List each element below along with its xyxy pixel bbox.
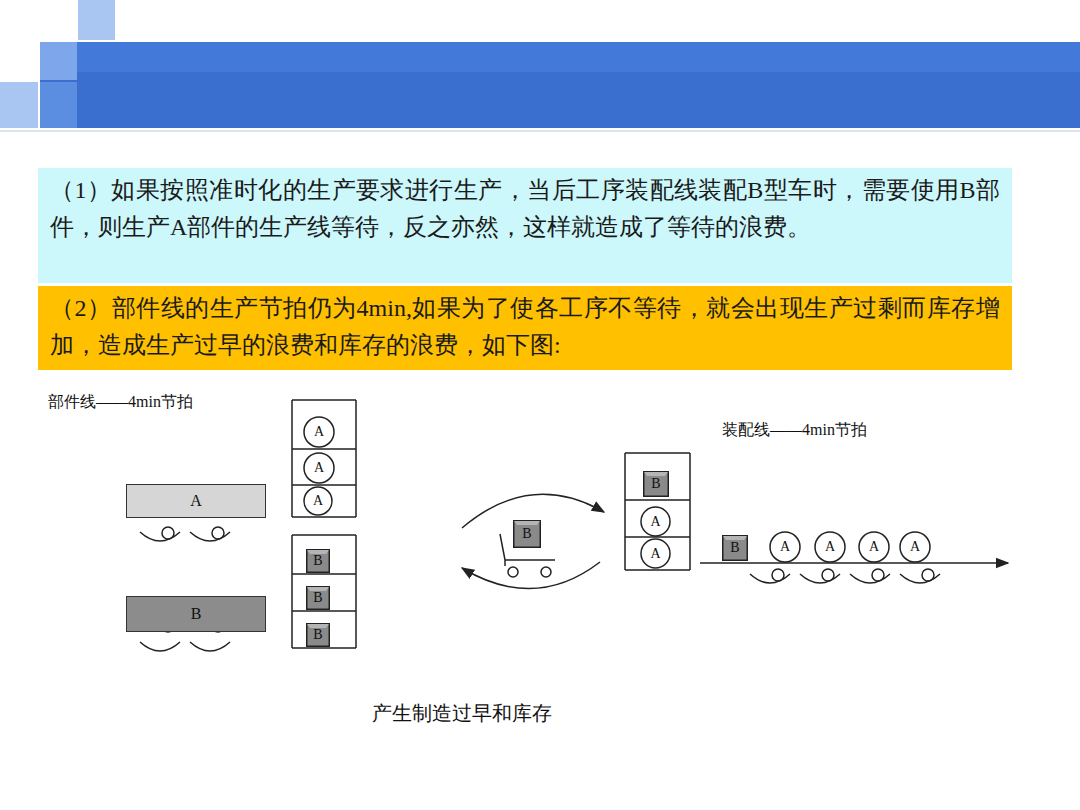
production-line-bar: B bbox=[126, 596, 266, 632]
paragraph: （2）部件线的生产节拍仍为4min,如果为了使各工序不等待，就会出现生产过剩而库… bbox=[50, 290, 1000, 364]
part-circle: A bbox=[640, 506, 671, 537]
part-letter: A bbox=[313, 493, 323, 509]
part-letter: A bbox=[314, 424, 324, 440]
roller bbox=[822, 569, 834, 581]
header-square bbox=[40, 42, 77, 80]
roller bbox=[772, 569, 784, 581]
roller-cup bbox=[190, 642, 230, 651]
text-panel: （1）如果按照准时化的生产要求进行生产，当后工序装配线装配B型车时，需要使用B部… bbox=[38, 168, 1012, 283]
part-letter: A bbox=[910, 539, 920, 555]
part-letter: B bbox=[522, 526, 531, 542]
part-circle: A bbox=[769, 531, 801, 563]
part-box: B bbox=[513, 520, 541, 548]
part-letter: A bbox=[869, 539, 879, 555]
part-circle: A bbox=[303, 416, 335, 448]
part-circle: A bbox=[814, 531, 846, 563]
part-letter: A bbox=[650, 546, 660, 562]
line-label: 装配线——4min节拍 bbox=[722, 420, 867, 441]
roller bbox=[872, 569, 884, 581]
paragraph: （1）如果按照准时化的生产要求进行生产，当后工序装配线装配B型车时，需要使用B部… bbox=[50, 172, 1000, 246]
header-highlight bbox=[40, 42, 1080, 72]
part-box: B bbox=[722, 535, 748, 561]
part-letter: B bbox=[651, 476, 660, 492]
part-box: B bbox=[306, 549, 330, 573]
part-letter: B bbox=[313, 590, 322, 606]
part-circle: A bbox=[899, 531, 931, 563]
part-letter: A bbox=[780, 539, 790, 555]
roller bbox=[212, 527, 224, 539]
roller-cup bbox=[140, 642, 180, 651]
shelf-frame bbox=[292, 535, 356, 648]
part-letter: B bbox=[313, 553, 322, 569]
text-panel: （2）部件线的生产节拍仍为4min,如果为了使各工序不等待，就会出现生产过剩而库… bbox=[38, 286, 1012, 370]
part-box: B bbox=[306, 623, 330, 647]
roller bbox=[162, 527, 174, 539]
part-letter: B bbox=[191, 605, 202, 623]
roller bbox=[922, 569, 934, 581]
part-box: B bbox=[643, 471, 669, 497]
line-label: 部件线——4min节拍 bbox=[48, 392, 193, 413]
part-letter: A bbox=[650, 514, 660, 530]
header-rule bbox=[0, 130, 1080, 132]
flow-arrow bbox=[462, 494, 604, 528]
part-letter: A bbox=[190, 492, 202, 510]
header-square bbox=[0, 82, 38, 128]
part-letter: A bbox=[825, 539, 835, 555]
shelf-frame bbox=[625, 453, 690, 570]
flow-arrow bbox=[462, 562, 600, 589]
part-circle: A bbox=[303, 486, 333, 516]
part-circle: A bbox=[640, 538, 671, 569]
shelf-frame bbox=[292, 400, 356, 517]
part-circle: A bbox=[858, 531, 890, 563]
production-line-bar: A bbox=[126, 484, 266, 518]
header-square bbox=[78, 0, 115, 40]
part-circle: A bbox=[303, 452, 335, 484]
part-letter: B bbox=[730, 540, 739, 556]
header-square bbox=[40, 82, 77, 128]
caption: 产生制造过早和库存 bbox=[372, 700, 552, 727]
header-bar bbox=[40, 42, 1080, 128]
part-letter: A bbox=[314, 460, 324, 476]
conveyor-line bbox=[700, 562, 1008, 564]
part-box: B bbox=[306, 586, 330, 610]
part-letter: B bbox=[313, 627, 322, 643]
